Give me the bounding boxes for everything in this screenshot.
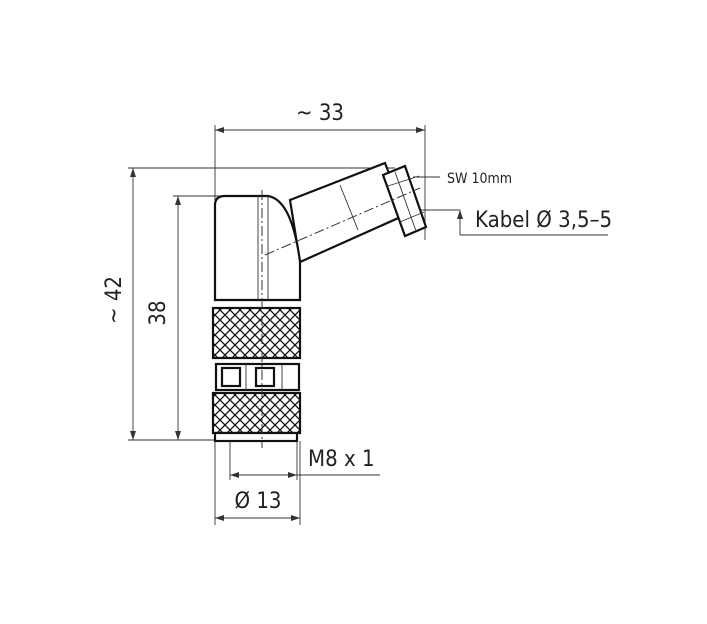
dimension-thread-label: M8 x 1 [308,447,375,472]
cable-diameter-callout: Kabel Ø 3,5–5 [420,208,612,236]
dimension-height-approx-label: ~ 42 [102,276,127,324]
cable-diameter-label: Kabel Ø 3,5–5 [475,208,612,233]
dimension-height-label: 38 [146,300,171,325]
lower-knurl [211,391,302,435]
dimension-diameter: Ø 13 [214,441,301,525]
dimension-height-approx: ~ 42 [102,167,395,441]
connector-body [211,161,428,448]
dimension-width: ~ 33 [214,101,426,240]
wrench-size-label: SW 10mm [447,171,512,187]
wrench-size-callout: SW 10mm [413,171,512,187]
dimension-height: 38 [146,195,222,440]
dimension-thread: M8 x 1 [229,441,380,480]
upper-knurl [211,306,302,360]
dimension-width-label: ~ 33 [296,101,344,126]
dimension-diameter-label: Ø 13 [234,489,281,514]
